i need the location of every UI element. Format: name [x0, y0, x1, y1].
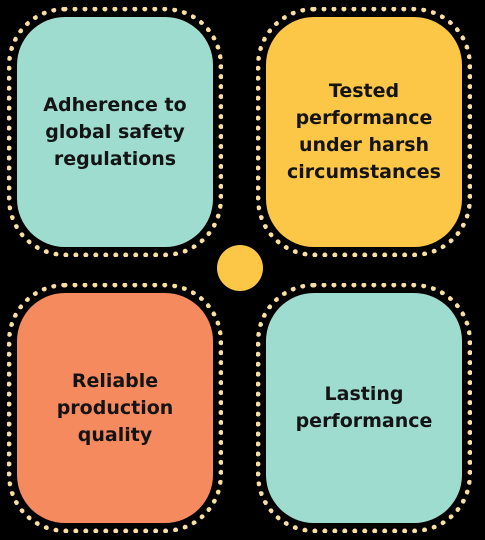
card-border-top-left: Adherence to global safety regulations	[7, 7, 223, 257]
card-border-top-right: Tested performance under harsh circumsta…	[256, 7, 472, 257]
card-top-left-label: Adherence to global safety regulations	[43, 93, 187, 170]
card-top-left: Adherence to global safety regulations	[17, 17, 213, 247]
card-top-right: Tested performance under harsh circumsta…	[266, 17, 462, 247]
center-dot	[217, 245, 263, 291]
card-bottom-left: Reliable production quality	[17, 293, 213, 523]
card-bottom-right-label: Lasting performance	[295, 383, 433, 432]
card-bottom-right: Lasting performance	[266, 293, 462, 523]
card-border-bottom-right: Lasting performance	[256, 283, 472, 533]
card-border-bottom-left: Reliable production quality	[7, 283, 223, 533]
card-top-right-label: Tested performance under harsh circumsta…	[287, 80, 441, 183]
card-bottom-left-label: Reliable production quality	[56, 369, 174, 446]
